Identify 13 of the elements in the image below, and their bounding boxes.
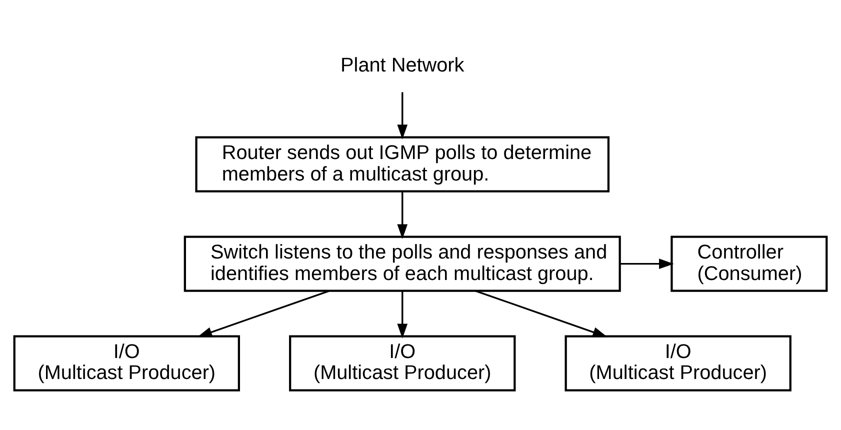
node-box: I/O (Multicast Producer) <box>13 334 240 391</box>
node-box: Switch listens to the polls and responses and identifies members of each multicast group. <box>184 235 621 292</box>
arrow <box>397 92 408 139</box>
node-box: Router sends out IGMP polls to determine members of a multicast group. <box>195 136 610 192</box>
node-box: I/O (Multicast Producer) <box>289 334 516 391</box>
arrow <box>397 191 408 239</box>
arrow <box>620 258 674 268</box>
arrow <box>197 290 330 337</box>
node-box: Controller (Consumer) <box>670 235 828 292</box>
node-box: I/O (Multicast Producer) <box>564 334 792 391</box>
arrow <box>397 290 408 338</box>
node-text: Plant Network <box>340 54 464 76</box>
arrow <box>475 290 608 337</box>
